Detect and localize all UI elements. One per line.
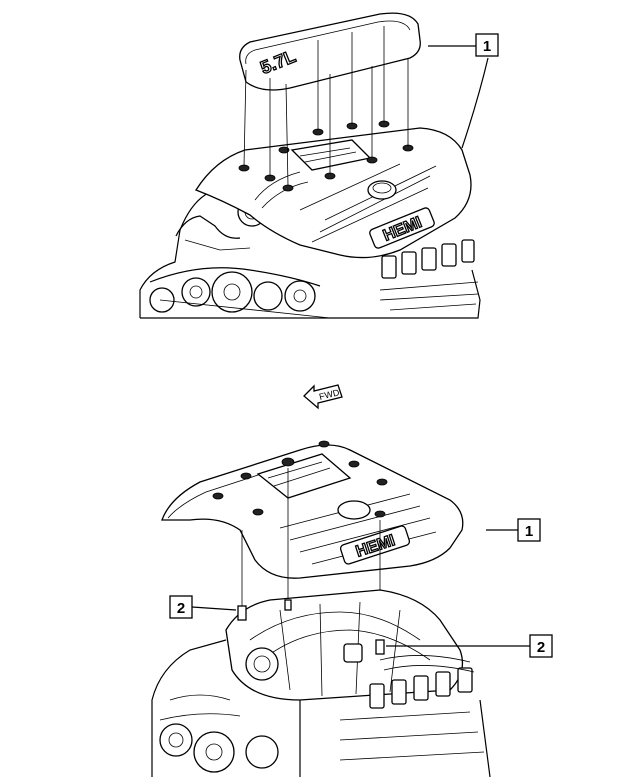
svg-text:1: 1	[483, 38, 491, 55]
pulley-left	[181, 277, 211, 307]
svg-text:FWD: FWD	[318, 387, 341, 402]
callout-2-right: 2	[386, 634, 553, 658]
callout-1-bottom: 1	[486, 518, 541, 542]
pulley-center	[211, 271, 253, 313]
coil-packs-top	[379, 239, 479, 311]
intake-manifold-bottom	[151, 589, 491, 777]
studs	[237, 599, 385, 655]
top-trim-panel: 5.7L	[239, 12, 421, 187]
coil-packs-bottom	[369, 667, 473, 709]
engine-cover-bottom: HEMI	[161, 440, 464, 640]
throttle-body	[245, 647, 279, 681]
svg-text:2: 2	[537, 639, 545, 656]
cover-grommets-top	[238, 120, 414, 192]
svg-text:2: 2	[177, 600, 185, 617]
callout-1-top: 1	[428, 33, 499, 149]
cover-grommets-bottom	[212, 440, 388, 518]
forward-direction-arrow: FWD	[303, 384, 343, 410]
pulley-right	[253, 281, 283, 311]
oil-cap-top	[367, 180, 397, 200]
svg-text:1: 1	[525, 523, 533, 540]
oil-cap-recess	[337, 500, 371, 520]
callout-2-left: 2	[169, 595, 237, 619]
top-engine-assembly: HEMI	[139, 120, 481, 319]
